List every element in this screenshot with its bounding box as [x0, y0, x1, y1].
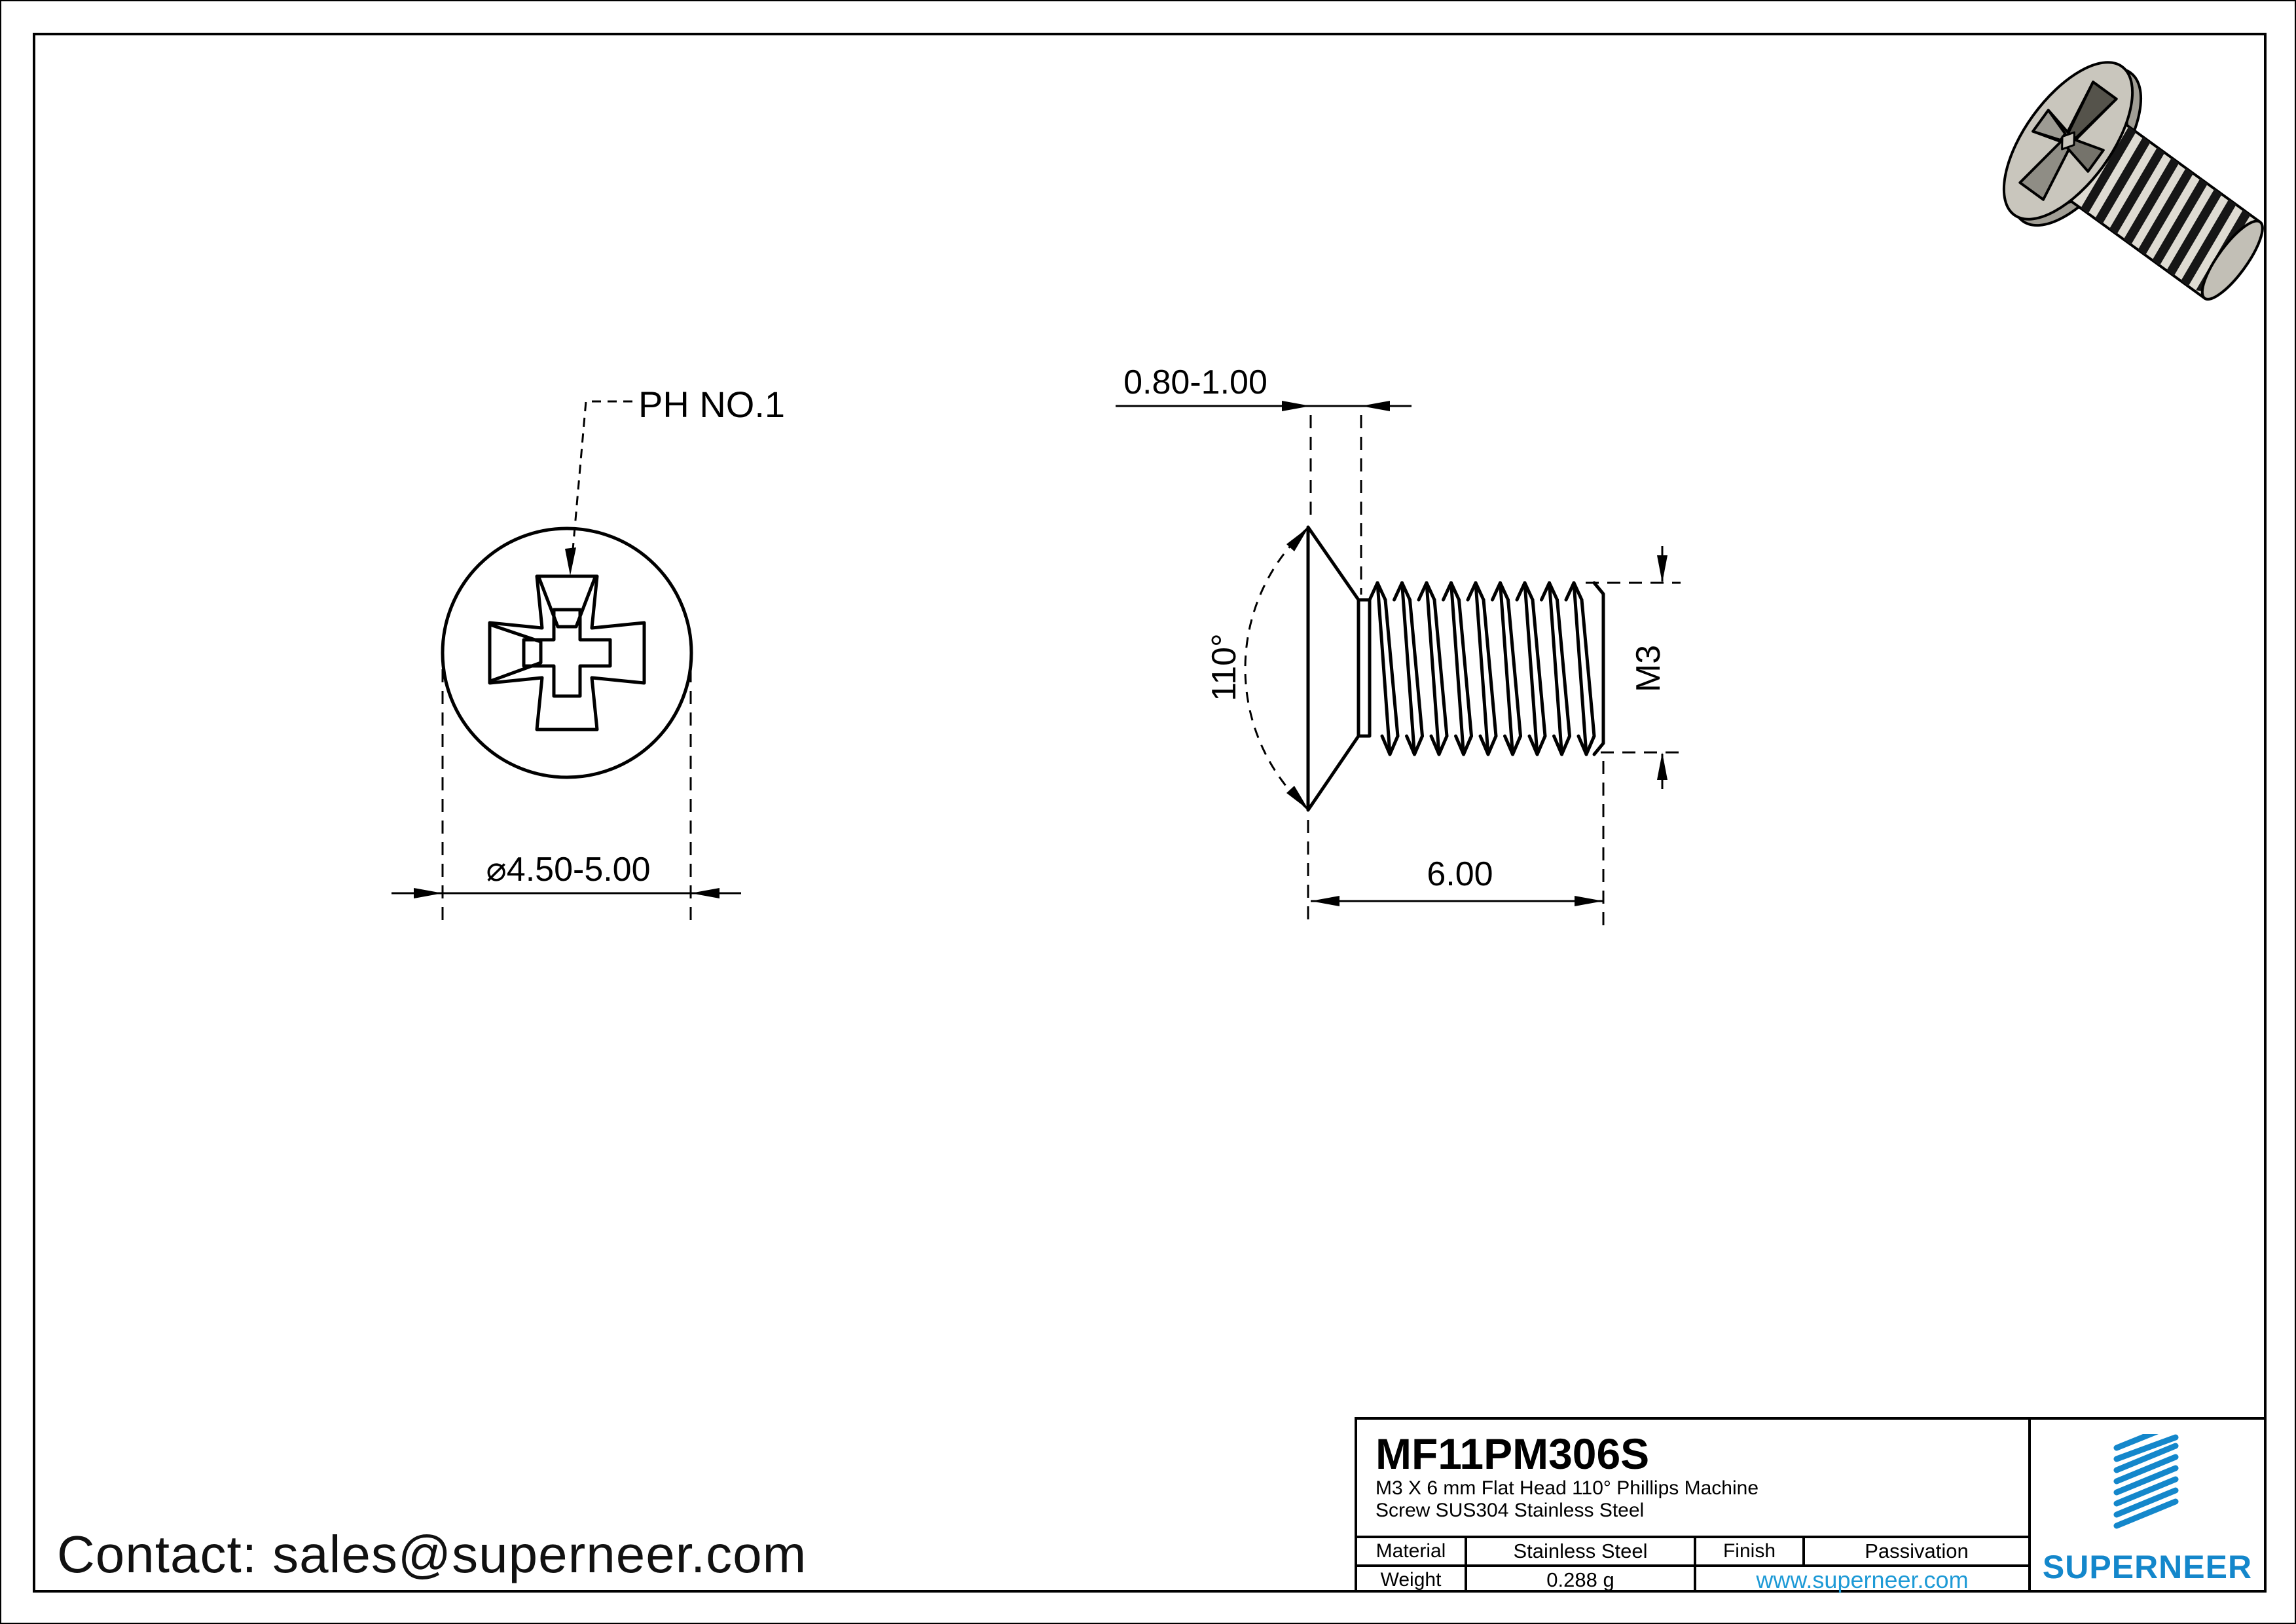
angle-arc	[1244, 526, 1309, 811]
drawing-border	[33, 33, 2267, 1593]
title-block-line	[1694, 1536, 1696, 1590]
thread-size-label: M3	[1630, 644, 1667, 693]
arc-arrowhead	[1286, 527, 1309, 551]
dim-arrowhead	[691, 888, 720, 898]
website-link: www.superneer.com	[1756, 1566, 1969, 1593]
head-outline-circle	[441, 526, 693, 779]
brand-name: SUPERNEER	[2042, 1549, 2253, 1585]
screw-3d-phillips-recess	[2018, 81, 2118, 201]
diameter-dimension-label: ⌀4.50-5.00	[486, 850, 650, 889]
part-number: MF11PM306S	[1376, 1430, 1650, 1478]
screw-3d-end-cap	[2200, 219, 2264, 301]
title-block-line	[1802, 1536, 1805, 1567]
material-label: Material	[1376, 1540, 1446, 1562]
part-description-line2: Screw SUS304 Stainless Steel	[1376, 1500, 1645, 1521]
dim-arrowhead	[1657, 555, 1667, 583]
part-description-line1: M3 X 6 mm Flat Head 110° Phillips Machin…	[1376, 1477, 1759, 1499]
callout-leader-line	[570, 400, 632, 565]
material-value: Stainless Steel	[1513, 1540, 1648, 1562]
dim-arrowhead	[414, 888, 443, 898]
title-block-line	[1465, 1536, 1467, 1590]
phillips-wedge-left	[490, 623, 543, 682]
finish-value: Passivation	[1865, 1540, 1969, 1562]
dim-arrowhead	[1361, 401, 1390, 411]
length-dimension-label: 6.00	[1427, 855, 1493, 893]
dim-arrowhead	[1282, 401, 1311, 411]
head-height-dimension-label: 0.80-1.00	[1123, 363, 1267, 401]
head-profile	[1306, 525, 1372, 812]
phillips-callout-label: PH NO.1	[638, 384, 786, 425]
callout-arrowhead	[565, 547, 576, 576]
diameter-value: 4.50-5.00	[506, 851, 651, 889]
title-block: MF11PM306S M3 X 6 mm Flat Head 110° Phil…	[1355, 1417, 2267, 1593]
phillips-recess-inner	[522, 608, 612, 698]
front-view	[392, 400, 741, 921]
contact-email-text: Contact: sales@superneer.com	[57, 1525, 807, 1583]
brand-logo-mark	[2113, 1434, 2179, 1529]
dim-arrowhead	[1311, 896, 1339, 906]
thread-profile	[1370, 583, 1594, 754]
weight-label: Weight	[1380, 1568, 1442, 1591]
weight-value: 0.288 g	[1546, 1568, 1614, 1591]
head-angle-label: 110°	[1205, 633, 1243, 701]
finish-label: Finish	[1722, 1540, 1776, 1562]
arc-arrowhead	[1286, 786, 1309, 810]
phillips-wedge-top	[538, 577, 596, 629]
diameter-symbol: ⌀	[486, 851, 507, 889]
dim-arrowhead	[1575, 896, 1603, 906]
title-block-line	[2028, 1420, 2031, 1590]
screw-3d-thread-stripes	[2081, 126, 2251, 291]
side-view	[1116, 401, 1681, 928]
dim-arrowhead	[1657, 752, 1667, 780]
shaft-end-face	[1592, 581, 1605, 756]
screw-3d-render	[2002, 61, 2264, 301]
phillips-recess-outer	[488, 574, 646, 731]
